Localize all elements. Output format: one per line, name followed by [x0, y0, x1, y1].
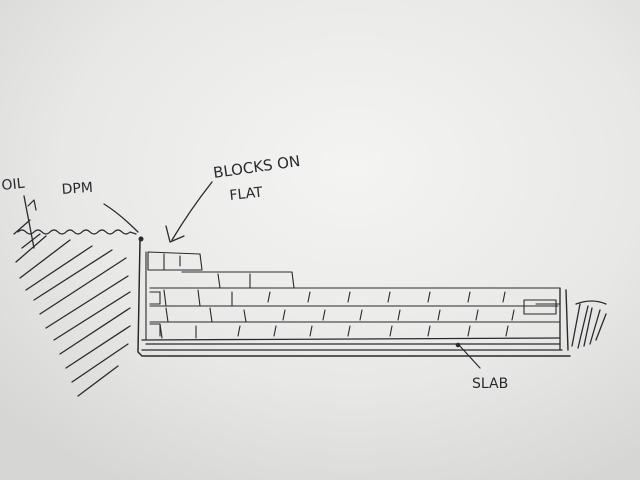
- slab-label: SLAB: [472, 376, 508, 392]
- dpm-label: DPM: [61, 180, 93, 198]
- blocks-leader-arrow: [171, 181, 213, 241]
- dpm-membrane: [137, 239, 571, 357]
- slab: [141, 287, 563, 351]
- soil-hatching: [13, 219, 131, 397]
- slab-leader: [457, 343, 481, 369]
- right-soil-hatching: [571, 300, 607, 349]
- dpm-top-dot: [138, 236, 144, 242]
- blocks-label-line2: FLAT: [229, 185, 264, 204]
- right-edge: [565, 289, 569, 351]
- dpm-leader-arrow: [103, 203, 139, 233]
- ground-line: [17, 229, 137, 235]
- soil-leader-arrow: [23, 195, 35, 249]
- soil-label: OIL: [1, 176, 26, 194]
- block-courses: [145, 251, 561, 341]
- block-joints: [179, 255, 515, 337]
